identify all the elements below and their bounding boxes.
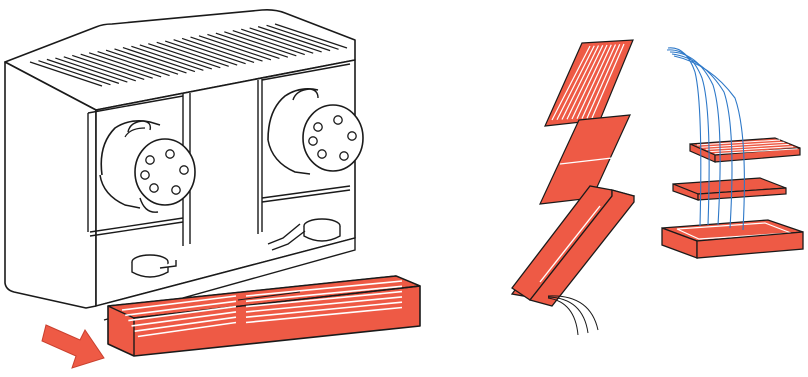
tray-grille-sheet [545, 40, 633, 126]
tray-assembly-right [662, 138, 803, 258]
coffee-machine [5, 10, 363, 320]
drip-tray-exploded-view [512, 40, 803, 335]
tray-container [512, 186, 634, 306]
arrow-right-icon [42, 325, 104, 368]
water-flow [667, 48, 744, 230]
